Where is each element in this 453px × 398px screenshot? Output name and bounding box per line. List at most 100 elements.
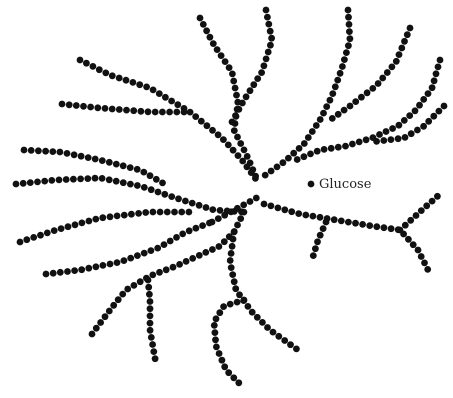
- glucose-unit: [49, 148, 56, 155]
- glucose-unit: [329, 115, 336, 122]
- glucose-unit: [212, 329, 219, 336]
- glucose-unit: [429, 84, 436, 91]
- glucose-unit: [145, 108, 152, 115]
- glucose-unit: [215, 215, 222, 222]
- glucose-unit: [232, 85, 239, 92]
- glucose-unit: [345, 219, 352, 226]
- glucose-unit: [393, 58, 400, 65]
- glucose-unit: [345, 7, 352, 14]
- glucose-unit: [204, 122, 211, 129]
- glucose-unit: [281, 206, 288, 213]
- glucose-unit: [109, 106, 116, 113]
- glucose-unit: [234, 222, 241, 229]
- glucose-unit: [231, 278, 238, 285]
- glucose-unit: [176, 261, 183, 268]
- glucose-unit: [434, 193, 441, 200]
- glucose-unit: [274, 164, 281, 171]
- glucose-unit: [73, 102, 80, 109]
- glucose-unit: [310, 252, 317, 259]
- glucose-unit: [115, 296, 122, 303]
- glucose-unit: [230, 374, 237, 381]
- glucose-unit: [408, 130, 415, 137]
- glucose-unit: [329, 90, 336, 97]
- glucose-unit: [136, 81, 143, 88]
- glucose-unit: [337, 70, 344, 77]
- glucose-unit: [430, 113, 437, 120]
- glucose-unit: [209, 219, 216, 226]
- glucose-unit: [134, 182, 141, 189]
- glucose-unit: [312, 245, 319, 252]
- glucose-unit: [156, 90, 163, 97]
- glucose-unit: [102, 105, 109, 112]
- glucose-unit: [406, 112, 413, 119]
- glucose-unit: [264, 14, 271, 21]
- glucose-unit: [141, 184, 148, 191]
- glucose-unit: [275, 333, 282, 340]
- glucose-unit: [425, 118, 432, 125]
- glucose-unit: [320, 110, 327, 117]
- glucose-unit: [225, 369, 232, 376]
- glucose-unit: [380, 137, 387, 144]
- glucose-unit: [341, 107, 348, 114]
- glucose-unit: [44, 230, 51, 237]
- glucose-unit: [71, 267, 78, 274]
- glucose-unit: [252, 175, 259, 182]
- glucose-unit: [149, 272, 156, 279]
- glucose-unit: [102, 70, 109, 77]
- glucose-unit: [63, 176, 70, 183]
- glucose-unit: [323, 103, 330, 110]
- glucose-unit: [27, 179, 34, 186]
- glucose-unit: [198, 118, 205, 125]
- glucose-unit: [295, 210, 302, 217]
- glucose-unit: [106, 159, 113, 166]
- glucose-unit: [173, 109, 180, 116]
- glucose-unit: [56, 177, 63, 184]
- glucose-unit: [407, 217, 414, 224]
- glucose-unit: [227, 257, 234, 264]
- glucose-unit: [234, 299, 241, 306]
- glucose-unit: [84, 175, 91, 182]
- glucose-unit: [209, 246, 216, 253]
- glucose-unit: [80, 103, 87, 110]
- glucose-unit: [234, 134, 241, 141]
- glucose-unit: [150, 348, 157, 355]
- glucose-unit: [342, 143, 349, 150]
- glucose-unit: [123, 77, 130, 84]
- glucose-unit: [235, 152, 242, 159]
- glucose-unit: [203, 27, 210, 34]
- glucose-unit: [253, 195, 260, 202]
- glucose-unit: [153, 176, 160, 183]
- glucose-unit: [250, 81, 257, 88]
- glucose-unit: [34, 179, 41, 186]
- glucose-unit: [159, 109, 166, 116]
- glucose-unit: [150, 87, 157, 94]
- glucose-unit: [161, 241, 168, 248]
- glucose-unit: [267, 28, 274, 35]
- glucose-unit: [94, 104, 101, 111]
- glucose-unit: [263, 56, 270, 63]
- glucose-unit: [127, 164, 134, 171]
- glucose-unit: [339, 63, 346, 70]
- glucose-unit: [235, 379, 242, 386]
- glucose-unit: [197, 15, 204, 22]
- glucose-unit: [92, 216, 99, 223]
- glucose-unit: [99, 175, 106, 182]
- glucose-unit: [366, 222, 373, 229]
- glucose-unit: [347, 35, 354, 42]
- glucose-unit: [327, 97, 334, 104]
- glucose-unit: [209, 127, 216, 134]
- glucose-unit: [48, 177, 55, 184]
- glucose-unit: [293, 346, 300, 353]
- glucose-unit: [171, 209, 178, 216]
- glucose-unit: [37, 232, 44, 239]
- glucose-unit: [233, 92, 240, 99]
- glucose-legend-label: Glucose: [319, 177, 372, 192]
- glucose-unit: [211, 322, 218, 329]
- glucose-unit: [229, 243, 236, 250]
- glucose-unit: [369, 85, 376, 92]
- glucose-unit: [265, 21, 272, 28]
- glucose-unit: [161, 191, 168, 198]
- glucose-unit: [239, 158, 246, 165]
- glucose-unit: [113, 161, 120, 168]
- glucose-unit: [65, 223, 72, 230]
